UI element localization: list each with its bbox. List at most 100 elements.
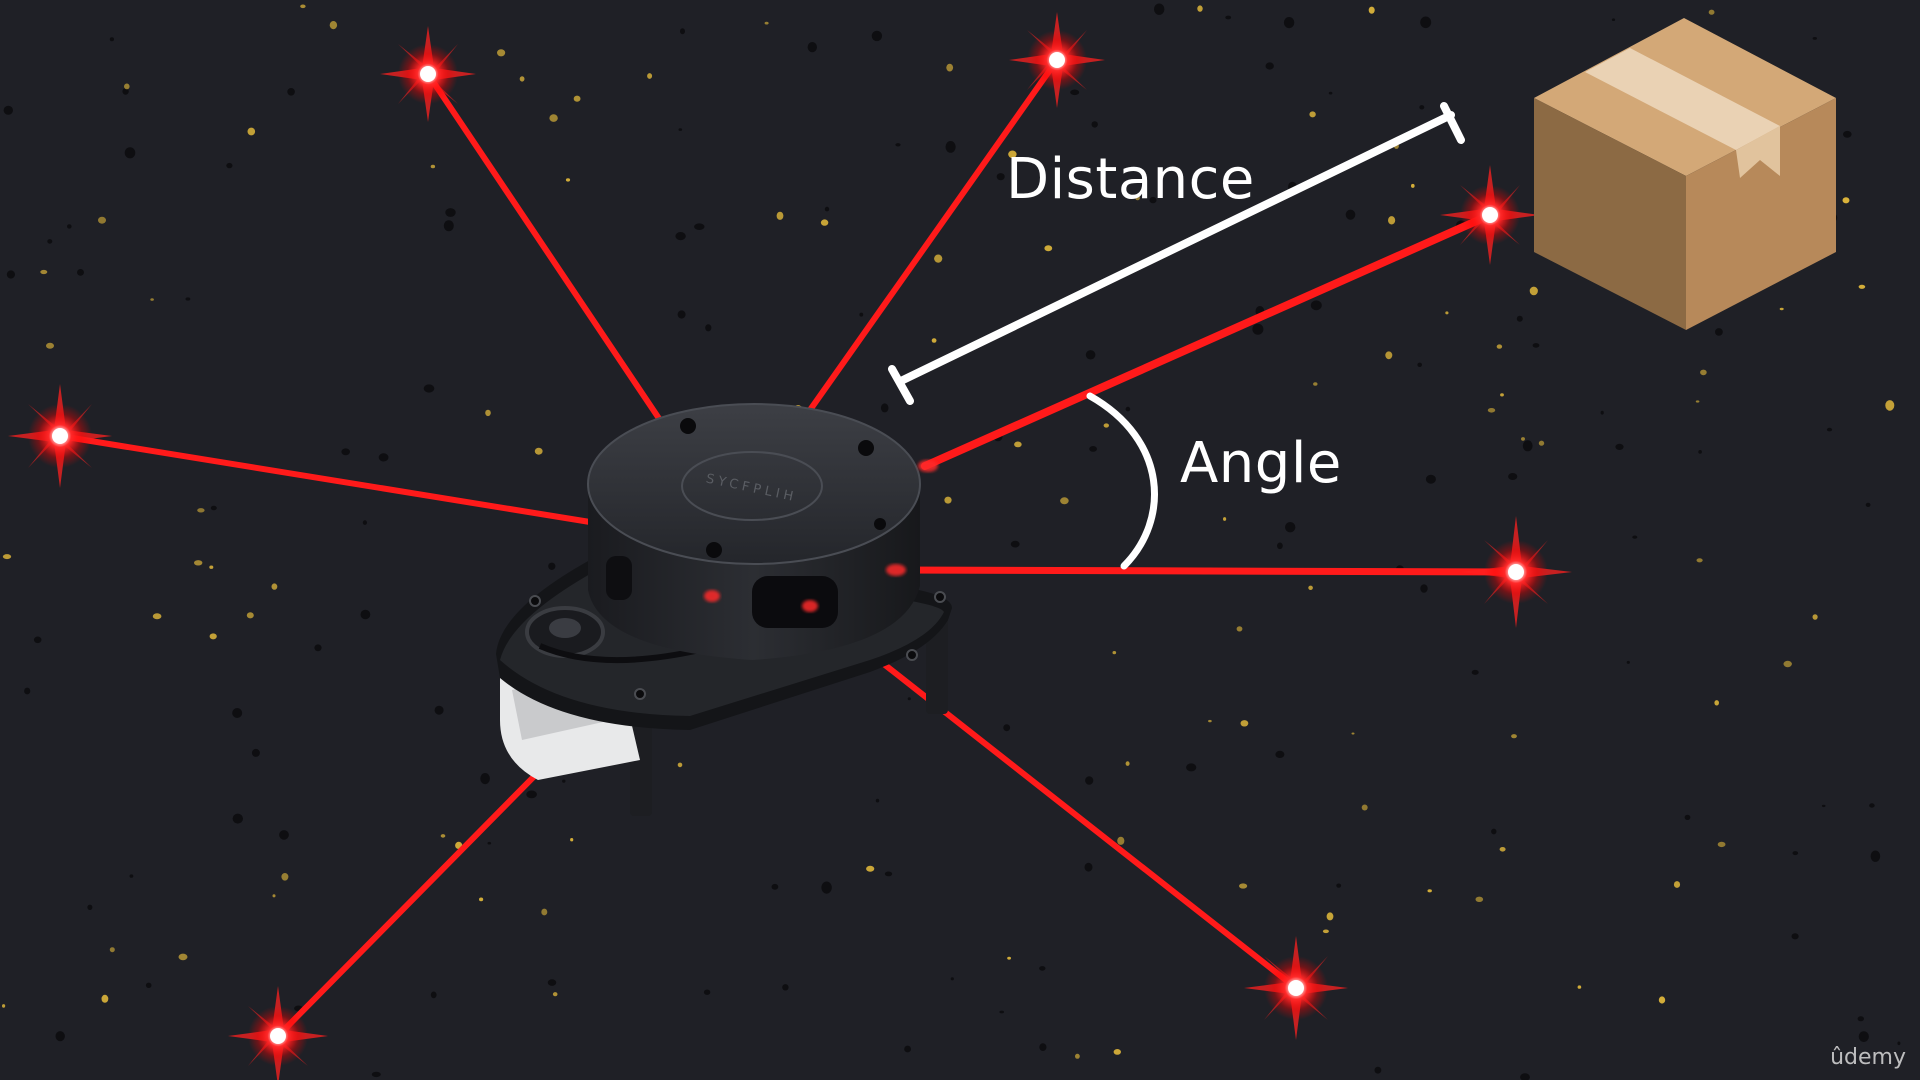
speckle — [1014, 441, 1022, 448]
speckle — [1240, 720, 1249, 727]
speckle — [907, 697, 911, 701]
speckle — [552, 992, 558, 997]
speckle — [996, 173, 1005, 181]
laser-point-icon — [1009, 12, 1105, 108]
speckle — [880, 403, 889, 413]
distance-indicator — [888, 102, 1465, 405]
distance-cap-end — [1440, 102, 1465, 144]
speckle — [209, 633, 217, 640]
speckle — [1420, 16, 1432, 29]
laser-beam-right — [891, 566, 1520, 576]
speckle — [101, 994, 109, 1003]
speckle — [1842, 197, 1850, 204]
speckle — [1491, 828, 1497, 835]
speckle — [443, 220, 454, 232]
speckle — [287, 88, 295, 96]
speckle — [1700, 369, 1707, 376]
speckle — [1010, 540, 1020, 548]
speckle — [1812, 37, 1818, 40]
speckle — [1698, 450, 1702, 454]
speckle — [677, 310, 686, 319]
speckle — [1310, 300, 1322, 311]
speckle — [87, 904, 93, 910]
speckle — [1714, 700, 1719, 706]
speckle — [1717, 841, 1726, 848]
speckle — [1060, 497, 1069, 505]
speckle — [875, 798, 880, 803]
speckle — [1149, 196, 1157, 204]
speckle — [934, 254, 943, 263]
speckle — [526, 790, 537, 799]
distance-cap-start — [888, 365, 914, 405]
speckle — [1, 1004, 6, 1008]
speckle — [1361, 804, 1368, 811]
speckle — [485, 409, 491, 417]
speckle — [1600, 410, 1604, 415]
speckle — [776, 211, 784, 220]
laser-points — [8, 12, 1572, 1080]
distance-label: Distance — [1006, 147, 1255, 212]
speckle — [680, 28, 685, 35]
speckle — [573, 95, 581, 102]
speckle — [824, 206, 830, 212]
laser-point-icon — [1244, 936, 1348, 1040]
speckle — [430, 164, 436, 169]
speckle — [1487, 408, 1496, 413]
speckle — [1225, 15, 1232, 20]
speckle — [371, 1071, 381, 1078]
speckle — [109, 947, 115, 953]
speckle — [445, 208, 456, 217]
speckle — [820, 219, 829, 226]
speckle — [378, 453, 389, 462]
speckle — [1309, 111, 1316, 118]
speckle — [1113, 1049, 1122, 1055]
speckle — [150, 298, 154, 301]
speckle — [46, 342, 54, 349]
speckle — [1865, 502, 1871, 507]
speckle — [329, 21, 338, 30]
speckle — [124, 147, 136, 159]
speckle — [185, 297, 191, 301]
speckle — [1239, 883, 1248, 889]
speckle — [1039, 1043, 1047, 1051]
speckle — [1577, 985, 1582, 989]
speckle — [1715, 328, 1723, 336]
speckle — [1351, 732, 1355, 735]
speckle — [1791, 933, 1799, 940]
speckle — [1858, 284, 1866, 289]
laser-point-icon — [1440, 165, 1540, 265]
speckle — [859, 312, 864, 317]
speckle — [677, 762, 683, 768]
speckle — [251, 748, 260, 757]
speckle — [1496, 344, 1503, 349]
speckle — [764, 21, 769, 25]
speckle — [541, 908, 548, 916]
speckle — [534, 447, 543, 455]
speckle — [1696, 558, 1703, 563]
speckle — [1522, 440, 1533, 452]
speckle — [1897, 1041, 1901, 1046]
speckle — [1154, 3, 1165, 15]
laser-point-icon — [8, 384, 112, 488]
speckle — [1632, 535, 1638, 539]
speckle — [904, 1045, 911, 1053]
speckle — [1783, 660, 1792, 668]
speckle — [562, 779, 566, 783]
speckle — [1285, 522, 1296, 533]
speckle — [362, 520, 367, 525]
speckle — [950, 977, 954, 981]
speckle — [1070, 89, 1080, 96]
speckle — [807, 42, 817, 53]
speckle — [1529, 286, 1538, 296]
speckle — [1520, 1073, 1530, 1080]
speckle — [1084, 862, 1093, 872]
cardboard-box-icon — [1534, 18, 1836, 330]
speckle — [1684, 814, 1691, 821]
speckle — [129, 874, 134, 878]
speckle — [314, 644, 322, 652]
speckle — [40, 269, 48, 275]
angle-label: Angle — [1180, 431, 1342, 496]
speckle — [122, 88, 129, 95]
speckle — [281, 873, 289, 881]
speckle — [703, 989, 711, 995]
